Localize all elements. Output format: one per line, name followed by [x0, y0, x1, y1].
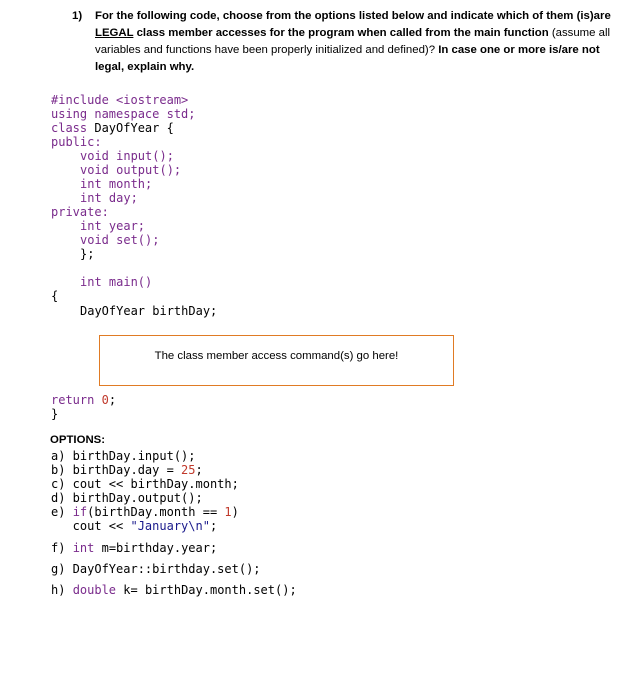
code-private-member: void set(); [80, 233, 160, 247]
option-g: g) DayOfYear::birthday.set(); [51, 562, 261, 576]
code-class: class DayOfYear { [51, 121, 174, 135]
code-private-label: private: [51, 205, 109, 219]
code-include: #include <iostream> [51, 93, 189, 107]
code-class-close: }; [80, 247, 95, 261]
option-h: h) double k= birthDay.month.set(); [51, 583, 297, 597]
option-d: d) birthDay.output(); [51, 491, 203, 505]
options-title: OPTIONS: [50, 434, 106, 446]
option-f: f) int m=birthday.year; [51, 541, 218, 555]
code-return: return 0; [51, 393, 117, 407]
code-public-member: int day; [80, 191, 138, 205]
option-a: a) birthDay.input(); [51, 449, 196, 463]
question-number: 1) [72, 10, 83, 22]
code-main-signature: int main() [80, 275, 153, 289]
option-e-line2: cout << "January\n"; [51, 519, 218, 533]
access-command-box: The class member access command(s) go he… [99, 335, 454, 386]
option-b: b) birthDay.day = 25; [51, 463, 203, 477]
code-open-brace: { [51, 289, 59, 303]
code-public-member: void output(); [80, 163, 182, 177]
code-using: using namespace std; [51, 107, 196, 121]
code-public-member: void input(); [80, 149, 174, 163]
legal-underline: LEGAL [95, 27, 134, 39]
question-text: For the following code, choose from the … [95, 10, 611, 73]
option-c: c) cout << birthDay.month; [51, 477, 239, 491]
code-private-member: int year; [80, 219, 146, 233]
code-public-label: public: [51, 135, 102, 149]
code-public-member: int month; [80, 177, 153, 191]
code-close-brace: } [51, 407, 59, 421]
access-command-placeholder: The class member access command(s) go he… [154, 349, 399, 362]
question: 1) For the following code, choose from t… [72, 8, 612, 76]
option-e-line1: e) if(birthDay.month == 1) [51, 505, 239, 519]
code-declaration: DayOfYear birthDay; [80, 304, 218, 318]
